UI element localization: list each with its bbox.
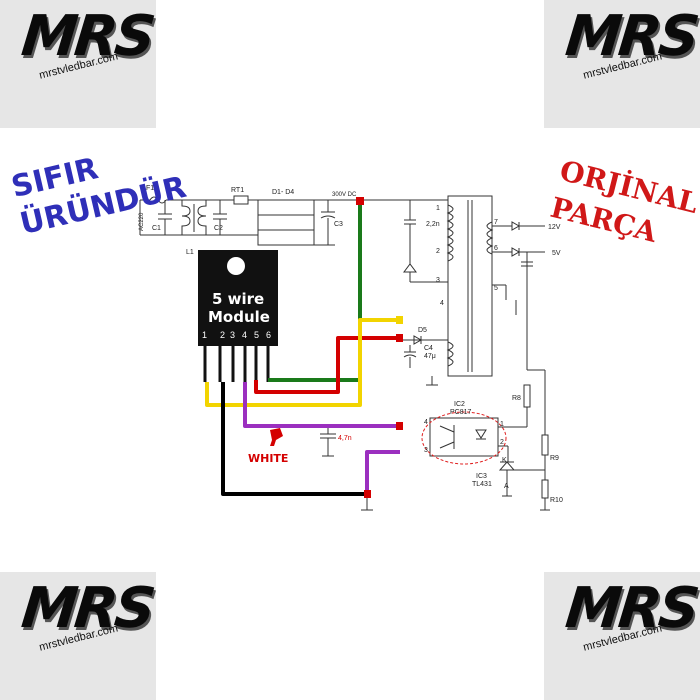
r9-label: R9 <box>550 455 559 462</box>
fuse-symbol <box>149 196 167 204</box>
watermark-top-left: MRS mrstvledbar.com <box>0 0 156 128</box>
black-wire <box>221 382 367 496</box>
ic3-label: IC3 <box>476 473 487 480</box>
module-pin-5: 5 <box>254 330 259 340</box>
c4-label: C4 <box>424 345 433 352</box>
module-pin-4: 4 <box>242 330 247 340</box>
ic2-label: IC2 <box>454 401 465 408</box>
transformer-pin-4: 4 <box>440 300 444 307</box>
purple-wire-top <box>243 382 400 428</box>
yellow-wire <box>205 318 400 407</box>
out-5v-label: 5V <box>552 250 561 257</box>
watermark-bottom-right: MRS mrstvledbar.com <box>544 572 700 700</box>
module-wires <box>205 202 400 496</box>
ic2-part-label: PC817 <box>450 409 472 416</box>
purple-wire-bottom <box>365 450 400 494</box>
module-pin-2: 2 <box>220 330 225 340</box>
cap-47n-label: 4,7n <box>338 435 352 442</box>
transformer-pin-6: 6 <box>494 245 498 252</box>
module-pin-3: 3 <box>230 330 235 340</box>
module-pin-6: 6 <box>266 330 271 340</box>
yellow-junction <box>396 316 403 324</box>
component-labels: F1 AC220 C1 C2 L1 RT1 D1- D4 C3 300V DC … <box>139 185 563 504</box>
c1-label: C1 <box>152 225 161 232</box>
tl431-a-label: A <box>504 483 509 490</box>
dc-bus-label: 300V DC <box>332 192 357 198</box>
five-wire-module: 5 wire Module 1 2 3 4 5 6 <box>198 250 278 382</box>
fuse-label: F1 <box>146 185 154 192</box>
c2-label: C2 <box>214 225 223 232</box>
arrow-icon <box>270 428 283 446</box>
watermark-bottom-left: MRS mrstvledbar.com <box>0 572 156 700</box>
transformer-pin-5: 5 <box>494 285 498 292</box>
module-mounting-hole <box>227 257 245 275</box>
opto-pin-2: 2 <box>500 439 504 446</box>
snubber-cap-label: 2,2n <box>426 221 440 228</box>
choke-coil <box>181 200 191 235</box>
transformer-pin-1: 1 <box>436 205 440 212</box>
transformer-pin-3: 3 <box>436 277 440 284</box>
optocoupler-highlight <box>421 411 507 465</box>
tl431-k-label: K <box>502 457 507 464</box>
d5-label: D5 <box>418 327 427 334</box>
white-wire-label: WHITE <box>248 452 288 465</box>
bridge-label: D1- D4 <box>272 189 294 196</box>
transformer-pin-7: 7 <box>494 219 498 226</box>
opto-pin-3: 3 <box>424 447 428 454</box>
module-label-line1: 5 wire <box>212 290 264 308</box>
schematic-lines <box>139 195 550 511</box>
r10-label: R10 <box>550 497 563 504</box>
red-wire <box>254 336 400 394</box>
transformer-pin-2: 2 <box>436 248 440 255</box>
l1-label: L1 <box>186 249 194 256</box>
ac-input-label: AC220 <box>139 212 145 231</box>
module-label-line2: Module <box>208 308 270 326</box>
opto-pin-1: 1 <box>500 421 504 428</box>
module-pin-1: 1 <box>202 330 207 340</box>
watermark-top-right: MRS mrstvledbar.com <box>544 0 700 128</box>
opto-pin-4: 4 <box>424 419 428 426</box>
c4-value-label: 47μ <box>424 353 436 360</box>
c3-label: C3 <box>334 221 343 228</box>
out-12v-label: 12V <box>548 224 561 231</box>
r8-label: R8 <box>512 395 521 402</box>
ic3-part-label: TL431 <box>472 481 492 488</box>
rt1-label: RT1 <box>231 187 244 194</box>
